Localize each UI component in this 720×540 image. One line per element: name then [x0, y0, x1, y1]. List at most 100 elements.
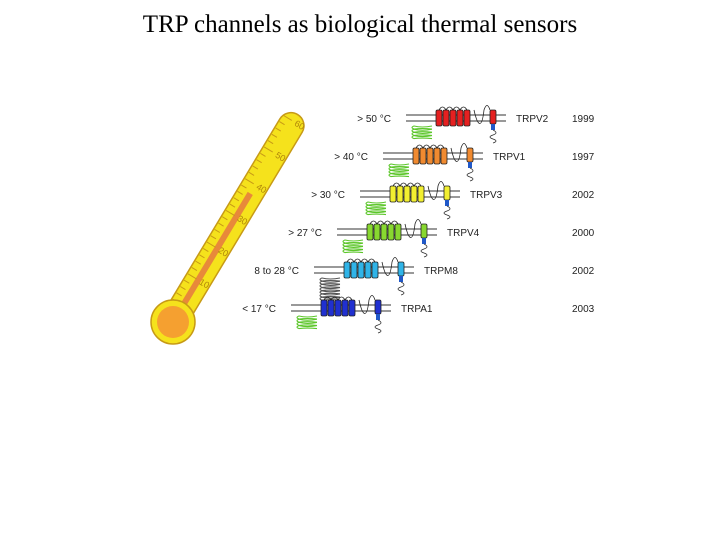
transmembrane-segment [420, 223, 428, 239]
channel-row: > 40 °C TRPV1 1997 [334, 143, 595, 182]
segment-loop [429, 144, 438, 149]
thermometer-tick [252, 165, 259, 170]
c-terminus [466, 167, 474, 182]
discovery-year: 2000 [572, 228, 595, 239]
segment-loop [436, 144, 445, 149]
transmembrane-segment [449, 109, 457, 127]
transmembrane-segment [456, 109, 464, 127]
thermometer-tick [267, 140, 274, 145]
c-terminus [420, 243, 428, 258]
ankyrin-repeats [296, 315, 318, 330]
segment-loop [445, 106, 454, 111]
segment-loop [337, 296, 346, 301]
thermometer-scale-label: 60 [293, 118, 307, 132]
thermometer-scale-label: 50 [274, 150, 288, 164]
segment-loop [422, 144, 431, 149]
thermometer-tick [248, 171, 255, 176]
thermometer-tick [221, 216, 228, 221]
channel-name: TRPV3 [470, 190, 503, 201]
thermometer-tick [206, 241, 216, 248]
transmembrane-segment [371, 261, 379, 279]
channel-name: TRPV2 [516, 114, 549, 125]
transmembrane-segment [419, 147, 427, 165]
transmembrane-segment [394, 223, 402, 241]
transmembrane-segment [397, 261, 405, 277]
ankyrin-repeats [365, 201, 387, 216]
transmembrane-segment [373, 223, 381, 241]
temperature-label: < 17 °C [242, 304, 276, 315]
thermometer-tick [199, 254, 205, 259]
thermometer-bulb-fill [157, 306, 189, 338]
discovery-year: 2002 [572, 190, 595, 201]
transmembrane-segment [348, 299, 356, 317]
segment-loop [459, 106, 468, 111]
thermometer-tick [244, 178, 254, 185]
temperature-label: > 40 °C [334, 152, 368, 163]
pore-cap [445, 200, 449, 206]
discovery-year: 1997 [572, 152, 595, 163]
transmembrane-segment [343, 261, 351, 279]
discovery-year: 2002 [572, 266, 595, 277]
thermometer-tick [191, 267, 198, 271]
c-terminus [489, 129, 497, 144]
transmembrane-segment [442, 109, 450, 127]
thermometer-tick [256, 159, 262, 164]
transmembrane-segment [435, 109, 443, 127]
segment-loop [369, 220, 378, 225]
thermometer-tick [229, 203, 236, 208]
pore-cap [491, 124, 495, 130]
segment-loop [367, 258, 376, 263]
transmembrane-segment [466, 147, 474, 163]
pore-loop [381, 257, 399, 276]
temperature-label: > 27 °C [288, 228, 322, 239]
thermometer-tick [263, 146, 274, 153]
transmembrane-segment [440, 147, 448, 165]
segment-loop [344, 296, 353, 301]
transmembrane-segment [387, 223, 395, 241]
transmembrane-segment [327, 299, 335, 317]
thermometer-scale-label: 10 [197, 277, 211, 291]
pore-cap [376, 314, 380, 320]
thermometer-tick [233, 197, 240, 202]
transmembrane-segment [412, 147, 420, 165]
c-terminus [443, 205, 451, 220]
transmembrane-segment [403, 185, 411, 203]
transmembrane-segment [389, 185, 397, 203]
segment-loop [392, 182, 401, 187]
channel-name: TRPV1 [493, 152, 526, 163]
temperature-label: > 30 °C [311, 190, 345, 201]
c-terminus [374, 319, 382, 334]
pore-loop [427, 181, 445, 200]
thermometer-scale-label: 30 [235, 213, 249, 227]
thermometer-tick [210, 235, 217, 240]
thermometer-tick [176, 292, 182, 297]
transmembrane-segment [364, 261, 372, 279]
pore-cap [468, 162, 472, 168]
transmembrane-segment [443, 185, 451, 201]
transmembrane-segment [463, 109, 471, 127]
segment-loop [376, 220, 385, 225]
ankyrin-repeats [342, 239, 364, 254]
thermometer-tick [275, 127, 282, 132]
segment-loop [346, 258, 355, 263]
transmembrane-segment [366, 223, 374, 241]
pore-loop [404, 219, 422, 238]
segment-loop [399, 182, 408, 187]
pore-cap [422, 238, 426, 244]
transmembrane-segment [417, 185, 425, 203]
transmembrane-segment [357, 261, 365, 279]
thermometer-tick [202, 248, 209, 252]
ankyrin-repeats [388, 163, 410, 178]
thermometer-tick [279, 121, 285, 126]
segment-loop [383, 220, 392, 225]
pore-loop [358, 295, 376, 314]
discovery-year: 1999 [572, 114, 595, 125]
thermometer-tick [214, 228, 221, 233]
thermometer-tick [218, 222, 224, 227]
transmembrane-segment [380, 223, 388, 241]
pore-loop [450, 143, 468, 162]
c-terminus [397, 281, 405, 296]
